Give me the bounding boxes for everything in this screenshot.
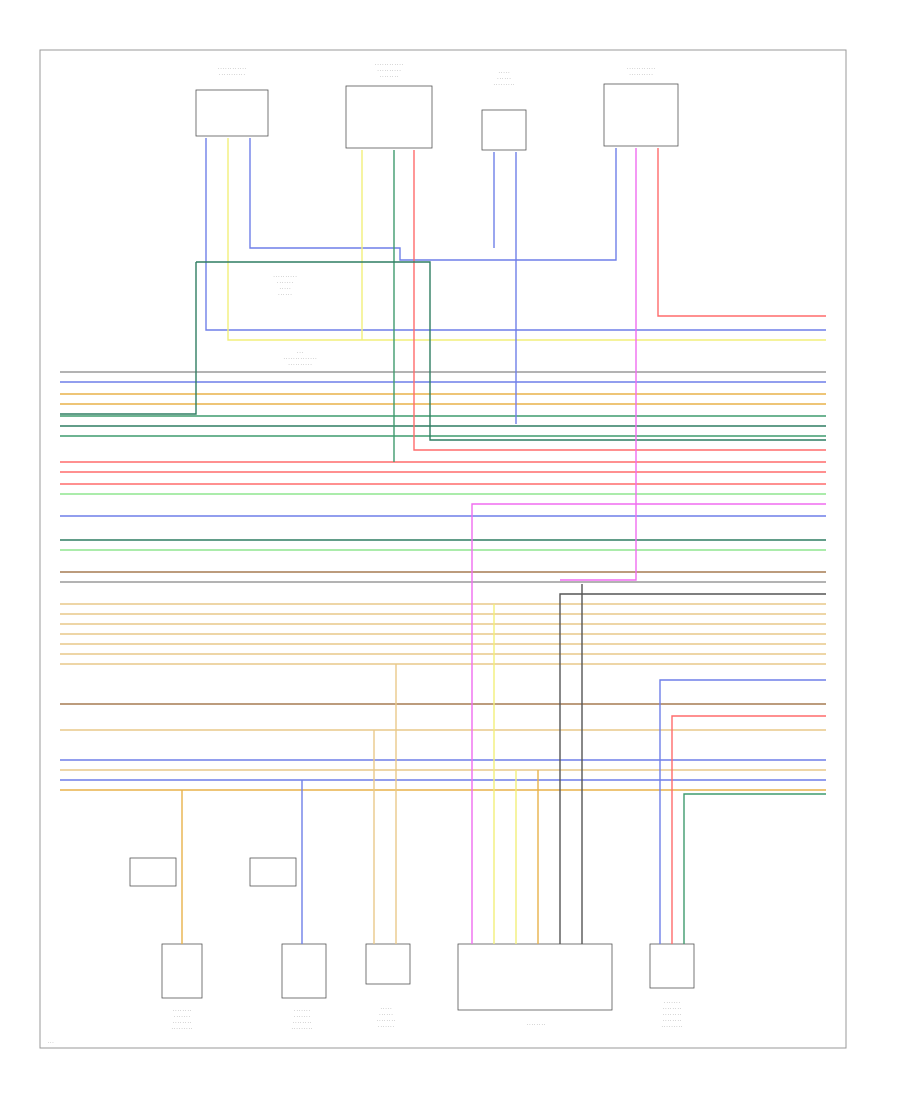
wire-32 — [249, 138, 617, 261]
bottom-component-4-label-1: · · · · · · · · — [527, 1022, 545, 1027]
bottom-component-2: · · · · · · · · · · · · · · · · · · · · … — [249, 857, 327, 1031]
top-component-2-label-3: · · · · · · · · — [380, 74, 398, 79]
wire-54 — [683, 793, 826, 944]
bottom-component-5: · · · · · · · · · · · · · · · · · · · · … — [649, 943, 695, 1029]
bottom-component-3-label-4: · · · · · · · — [378, 1024, 394, 1029]
bottom-component-1-label-4: · · · · · · · · · — [172, 1026, 193, 1031]
bottom-component-3-label-1: · · · · · — [380, 1006, 391, 1011]
wire-30 — [205, 138, 826, 331]
bottom-component-2-label-2: · · · · · · · — [294, 1014, 310, 1019]
wire-40 — [560, 148, 637, 581]
wire-35 — [413, 150, 826, 451]
bottom-component-1-label-2: · · · · · · · — [174, 1014, 190, 1019]
splice-note-2-label-2: · · · · · · · · · · · · · · — [283, 356, 316, 361]
bottom-component-4-box — [457, 943, 613, 1011]
diagram-frame — [39, 49, 847, 1049]
bottom-component-3-box — [365, 943, 411, 985]
top-component-2: · · · · · · · · · · · · · · · · · · · · … — [345, 62, 433, 149]
wires — [60, 138, 826, 944]
bottom-component-2-sensor — [249, 857, 297, 887]
splice-note-1: · · · · · · · · · · · · · · · · · · · · … — [273, 274, 296, 297]
bottom-component-5-label-4: · · · · · · · · — [663, 1018, 681, 1023]
top-component-4: · · · · · · · · · · · · · · · · · · · · … — [603, 66, 679, 147]
top-component-1-box — [195, 89, 269, 137]
top-component-4-label-2: · · · · · · · · · · — [629, 72, 652, 77]
wire-53 — [671, 715, 826, 944]
splice-note-1-label-3: · · · · · — [279, 286, 290, 291]
splice-note-2: · · · · · · · · · · · · · · · · · · · · … — [283, 350, 316, 367]
bottom-component-5-label-5: · · · · · · · · · — [662, 1024, 683, 1029]
top-component-2-label-2: · · · · · · · · · · — [377, 68, 400, 73]
splice-note-1-label-4: · · · · · · — [278, 292, 292, 297]
splice-note-1-label-1: · · · · · · · · · · — [273, 274, 296, 279]
top-component-3-label-2: · · · · · · — [497, 76, 511, 81]
bottom-component-5-label-2: · · · · · · · · — [663, 1006, 681, 1011]
bottom-component-2-box — [281, 943, 327, 999]
top-component-3-label-1: · · · · · — [498, 70, 509, 75]
top-component-2-label-1: · · · · · · · · · · · · — [375, 62, 403, 67]
top-component-1-label-2: · · · · · · · · · · · — [219, 72, 245, 77]
top-component-1-label-1: · · · · · · · · · · · · — [218, 66, 246, 71]
wire-52 — [659, 679, 826, 944]
wire-31 — [227, 138, 826, 341]
wire-36 — [60, 262, 197, 415]
bottom-component-3-label-3: · · · · · · · · — [377, 1018, 395, 1023]
bottom-component-5-box — [649, 943, 695, 989]
bottom-component-1-box — [161, 943, 203, 999]
bottom-component-5-label-3: · · · · · · · · — [663, 1012, 681, 1017]
bottom-component-2-label-4: · · · · · · · · · — [292, 1026, 313, 1031]
bottom-component-2-label-1: · · · · · · · — [294, 1008, 310, 1013]
wire-50 — [559, 593, 826, 944]
bottom-component-4: · · · · · · · · — [457, 943, 613, 1027]
wire-41 — [657, 148, 826, 317]
splice-note-2-label-1: · · · — [297, 350, 303, 355]
top-component-1: · · · · · · · · · · · · · · · · · · · · … — [195, 66, 269, 137]
bottom-component-1-label-1: · · · · · · · · — [173, 1008, 191, 1013]
splice-note-2-label-3: · · · · · · · · · · — [288, 362, 311, 367]
bottom-component-2-label-3: · · · · · · · · — [293, 1020, 311, 1025]
bottom-component-1-sensor — [129, 857, 177, 887]
bottom-component-1-label-3: · · · · · · · · — [173, 1020, 191, 1025]
splice-note-1-label-2: · · · · · · · — [277, 280, 293, 285]
top-component-4-box — [603, 83, 679, 147]
bottom-component-3: · · · · · · · · · · · · · · · · · · · · … — [365, 943, 411, 1029]
bottom-component-1: · · · · · · · · · · · · · · · · · · · · … — [129, 857, 203, 1031]
bottom-component-5-label-1: · · · · · · · — [664, 1000, 680, 1005]
footer-code: · · · — [48, 1041, 54, 1045]
top-component-4-label-1: · · · · · · · · · · · · — [627, 66, 655, 71]
wire-37 — [196, 261, 826, 441]
bottom-component-3-label-2: · · · · · · — [379, 1012, 393, 1017]
top-component-3: · · · · · · · · · · · · · · · · · · · · — [481, 70, 527, 151]
top-component-2-box — [345, 85, 433, 149]
wire-46 — [471, 503, 826, 944]
top-component-3-label-3: · · · · · · · · · — [494, 82, 515, 87]
top-component-3-box — [481, 109, 527, 151]
